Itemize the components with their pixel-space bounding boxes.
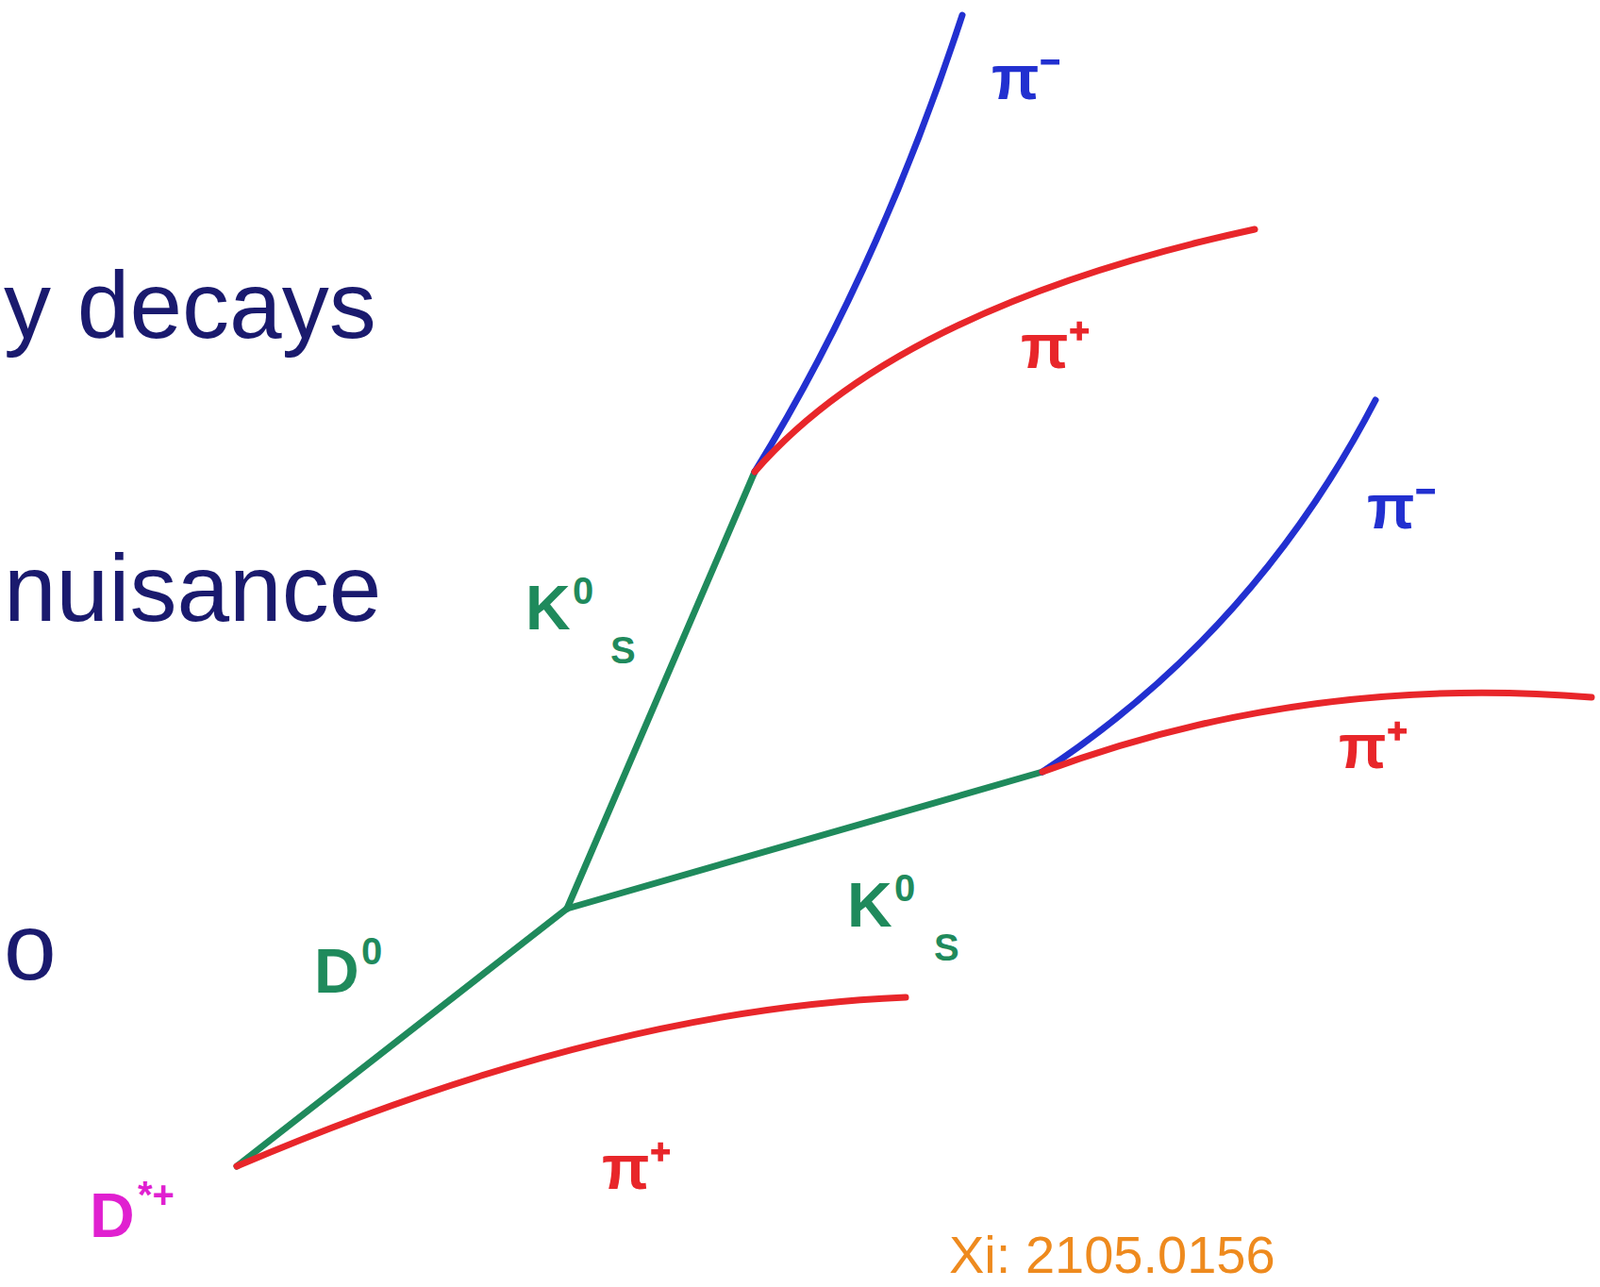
superscript: *+: [137, 1175, 175, 1214]
particle-label: π⁻: [1366, 475, 1436, 538]
particle-label: π⁺: [601, 1135, 671, 1199]
kshort-track: [566, 771, 1043, 909]
particle-label: D: [89, 1183, 135, 1247]
particle-label: D: [314, 939, 360, 1002]
superscript: 0: [894, 868, 916, 907]
particle-label: π⁻: [991, 46, 1061, 109]
particle-label: K: [525, 576, 571, 639]
superscript: 0: [361, 932, 383, 970]
pion-minus-track: [1042, 400, 1376, 772]
particle-label: π⁺: [1338, 715, 1408, 778]
kshort-track: [566, 471, 755, 909]
pion-minus-track: [754, 15, 963, 472]
pion-plus-track: [754, 229, 1255, 472]
particle-label: π⁺: [1020, 315, 1090, 378]
reference-text: Xi: 2105.0156: [949, 1228, 1276, 1282]
slide-text: y decays: [3, 257, 377, 352]
slide-text: o: [3, 899, 57, 994]
slide-text: nuisance: [3, 540, 382, 635]
subscript: S: [610, 631, 636, 669]
subscript: S: [933, 928, 960, 967]
soft-pion-track: [236, 997, 906, 1167]
pion-plus-track: [1042, 692, 1592, 772]
d0-track: [236, 908, 567, 1167]
particle-label: K: [847, 873, 893, 936]
superscript: 0: [572, 571, 594, 610]
